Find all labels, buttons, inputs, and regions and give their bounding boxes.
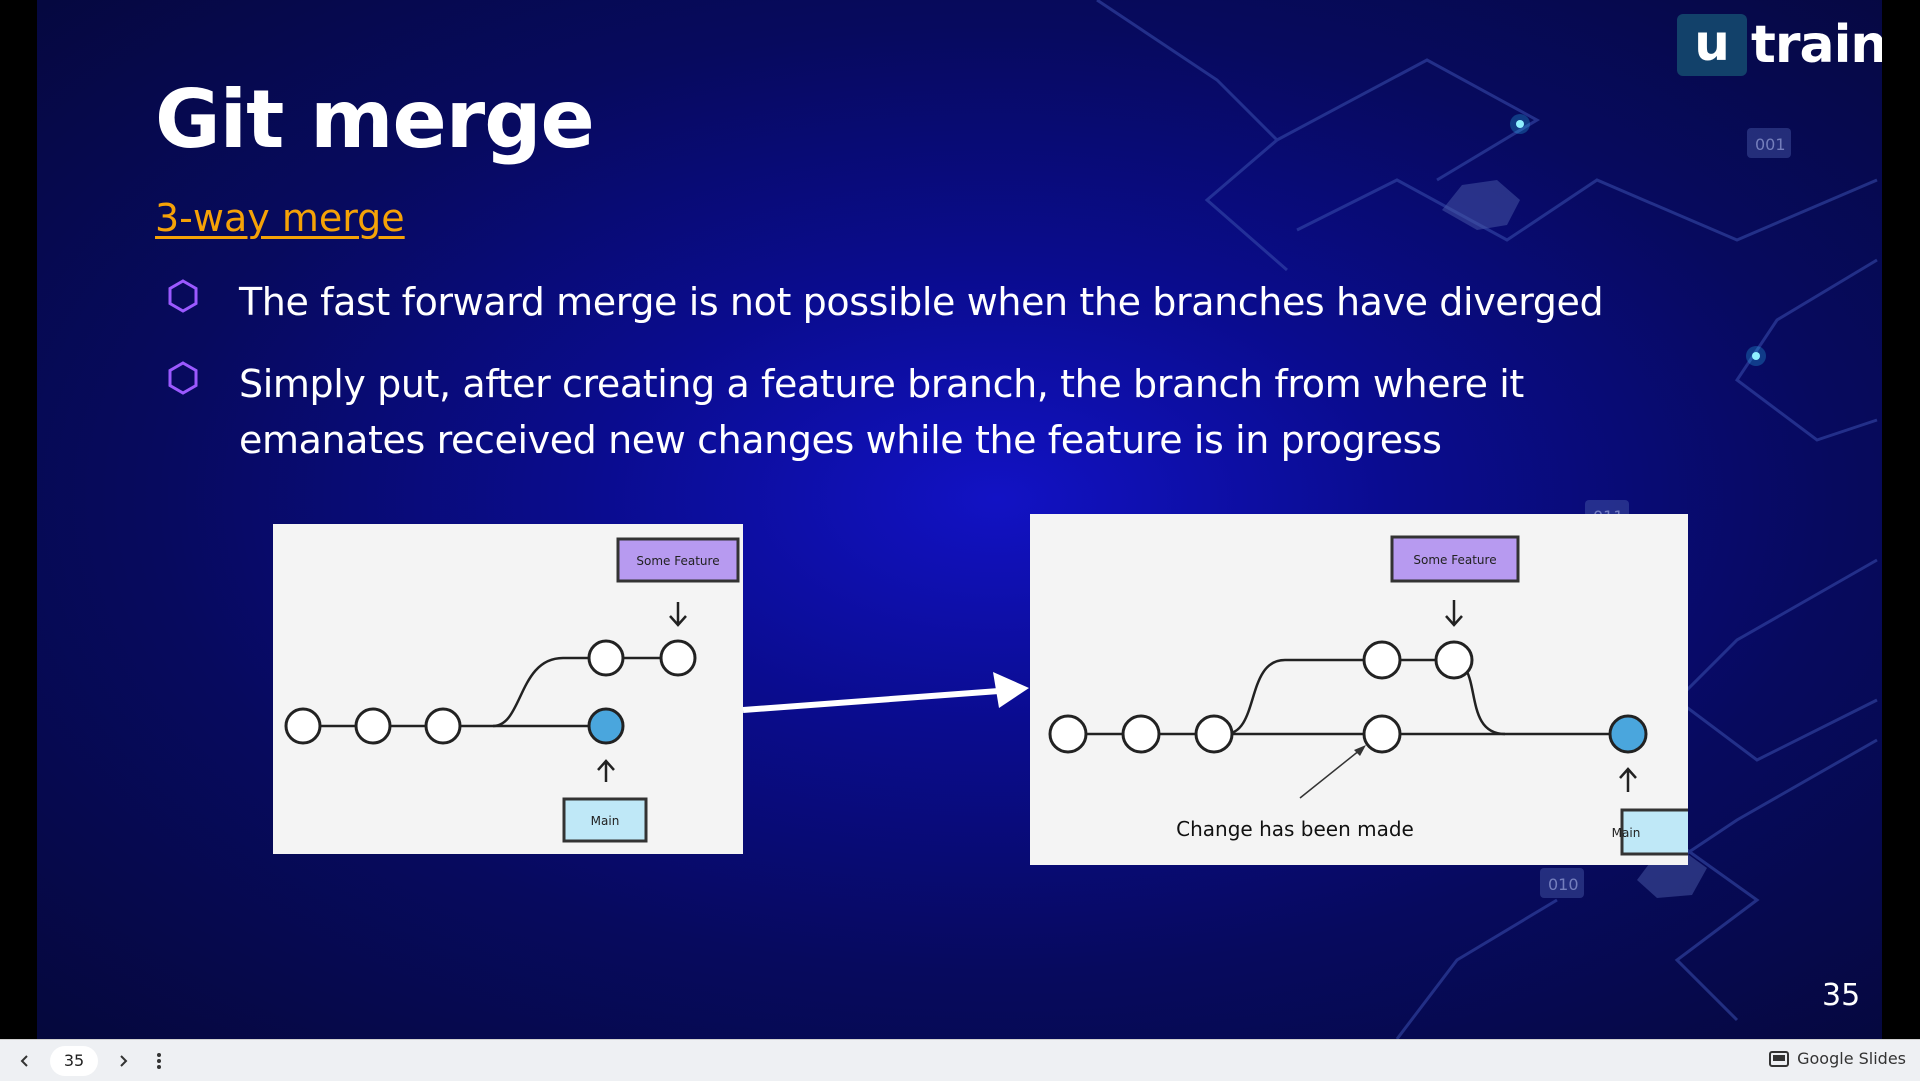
slide-title: Git merge xyxy=(155,73,595,166)
commit-node-merge xyxy=(1608,714,1648,754)
utrain-logo: u train xyxy=(1677,14,1882,76)
more-options-button[interactable] xyxy=(148,1050,170,1072)
logo-box: u xyxy=(1677,14,1747,76)
git-graph-before: Some Feature Main xyxy=(284,537,740,843)
arrow-down-icon xyxy=(669,602,687,627)
previous-slide-button[interactable] xyxy=(14,1050,36,1072)
logo-text: train xyxy=(1751,15,1882,75)
chevron-left-icon xyxy=(20,1054,28,1067)
commit-node xyxy=(1362,714,1402,754)
main-label: Main xyxy=(591,814,620,828)
commit-node xyxy=(1434,640,1474,680)
diagram-before-merge: Some Feature Main xyxy=(273,524,743,854)
bullet-item: Simply put, after creating a feature bra… xyxy=(167,356,1719,468)
commit-node xyxy=(659,639,697,677)
page-number-field[interactable]: 35 xyxy=(50,1045,98,1076)
code-tag-010 xyxy=(1540,868,1584,898)
hexagon-bullet-icon xyxy=(168,361,198,395)
presentation-toolbar: 35 Google Slides xyxy=(0,1039,1920,1081)
slide-page-number: 35 xyxy=(1822,978,1861,1013)
arrow-up-icon xyxy=(597,759,615,782)
commit-node xyxy=(424,707,462,745)
arrow-up-icon xyxy=(1619,767,1637,792)
chevron-right-icon xyxy=(120,1054,128,1067)
google-slides-link[interactable]: Google Slides xyxy=(1769,1049,1906,1068)
hexagon-bullet-icon xyxy=(168,279,198,313)
svg-text:010: 010 xyxy=(1548,875,1579,894)
arrow-down-icon xyxy=(1445,600,1463,627)
commit-node xyxy=(587,639,625,677)
commit-node xyxy=(1362,640,1402,680)
commit-node xyxy=(1194,714,1234,754)
feature-label: Some Feature xyxy=(1413,553,1496,567)
commit-node xyxy=(1048,714,1088,754)
transition-arrow-icon xyxy=(742,672,1029,713)
bullet-text: Simply put, after creating a feature bra… xyxy=(239,362,1524,462)
annotation-pointer-icon xyxy=(1299,745,1366,799)
diagram-after-merge: Some Feature Main Change has been made xyxy=(1030,514,1708,865)
brand-label: Google Slides xyxy=(1797,1049,1906,1068)
next-slide-button[interactable] xyxy=(112,1050,134,1072)
code-tag-001 xyxy=(1747,128,1791,158)
commit-node xyxy=(354,707,392,745)
slide: 001 011 010 u train Git merge 3-way merg… xyxy=(37,0,1882,1039)
annotation-text: Change has been made xyxy=(1176,817,1414,841)
slide-subtitle: 3-way merge xyxy=(155,196,405,240)
slides-icon xyxy=(1769,1050,1790,1067)
bullet-text: The fast forward merge is not possible w… xyxy=(239,280,1604,324)
svg-text:001: 001 xyxy=(1755,135,1786,154)
main-label: Main xyxy=(1612,826,1641,840)
git-graph-after: Some Feature Main Change has been made xyxy=(1048,535,1708,856)
commit-node xyxy=(1121,714,1161,754)
feature-label: Some Feature xyxy=(636,554,719,568)
more-vertical-icon xyxy=(157,1052,161,1069)
commit-node xyxy=(284,707,322,745)
commit-node-main xyxy=(587,707,625,745)
bullet-item: The fast forward merge is not possible w… xyxy=(167,274,1719,330)
